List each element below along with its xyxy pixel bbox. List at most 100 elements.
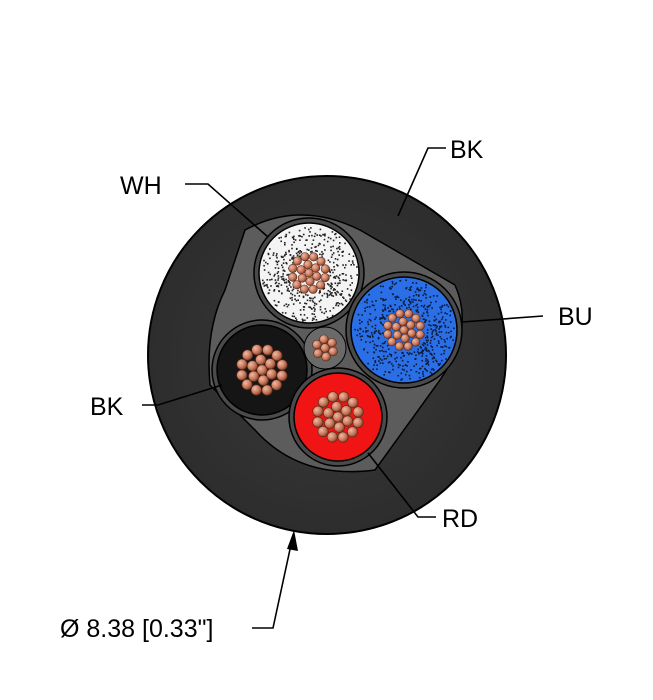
insulation-speckle: [392, 365, 394, 367]
insulation-speckle: [331, 294, 333, 297]
insulation-speckle: [445, 358, 447, 360]
insulation-speckle: [416, 287, 419, 289]
insulation-speckle: [289, 297, 292, 300]
insulation-speckle: [375, 348, 377, 351]
insulation-speckle: [441, 318, 443, 321]
insulation-speckle: [332, 271, 334, 274]
insulation-speckle: [302, 296, 305, 299]
insulation-speckle: [275, 260, 277, 263]
insulation-speckle: [282, 262, 285, 264]
insulation-speckle: [290, 292, 292, 295]
insulation-speckle: [283, 279, 285, 282]
insulation-speckle: [394, 304, 396, 306]
insulation-speckle: [328, 294, 331, 296]
insulation-speckle: [406, 307, 408, 309]
copper-strand: [406, 320, 416, 330]
insulation-speckle: [295, 317, 297, 319]
insulation-speckle: [409, 287, 411, 289]
insulation-speckle: [327, 259, 330, 262]
insulation-speckle: [406, 365, 408, 367]
insulation-speckle: [447, 326, 450, 329]
insulation-speckle: [288, 249, 290, 252]
insulation-speckle: [428, 324, 430, 326]
insulation-speckle: [440, 311, 443, 314]
insulation-speckle: [320, 299, 322, 301]
insulation-speckle: [426, 344, 429, 346]
insulation-speckle: [424, 308, 427, 310]
insulation-speckle: [411, 353, 413, 355]
insulation-speckle: [444, 324, 446, 327]
insulation-speckle: [386, 314, 388, 317]
insulation-speckle: [436, 344, 438, 347]
insulation-speckle: [302, 295, 305, 298]
insulation-speckle: [374, 327, 377, 330]
insulation-speckle: [406, 370, 408, 373]
insulation-speckle: [367, 330, 369, 332]
insulation-speckle: [319, 291, 321, 293]
insulation-speckle: [348, 253, 351, 255]
insulation-speckle: [349, 295, 351, 297]
insulation-speckle: [288, 284, 291, 286]
insulation-speckle: [435, 324, 437, 327]
insulation-speckle: [416, 351, 419, 353]
insulation-speckle: [371, 300, 374, 303]
insulation-speckle: [289, 254, 292, 256]
insulation-speckle: [295, 299, 298, 302]
insulation-speckle: [408, 353, 410, 356]
insulation-speckle: [396, 356, 398, 359]
insulation-speckle: [323, 238, 326, 241]
insulation-speckle: [328, 283, 330, 286]
insulation-speckle: [298, 252, 301, 255]
insulation-speckle: [400, 299, 402, 301]
black-conductor: [211, 319, 313, 421]
insulation-speckle: [430, 339, 432, 342]
insulation-speckle: [313, 313, 315, 316]
insulation-speckle: [444, 345, 446, 347]
insulation-speckle: [424, 321, 426, 323]
insulation-speckle: [311, 250, 313, 253]
insulation-speckle: [295, 252, 298, 255]
insulation-speckle: [356, 266, 358, 268]
insulation-speckle: [430, 336, 433, 339]
insulation-speckle: [425, 358, 427, 360]
insulation-speckle: [378, 356, 380, 358]
insulation-speckle: [286, 285, 288, 288]
insulation-speckle: [331, 286, 333, 288]
insulation-speckle: [277, 275, 280, 277]
insulation-speckle: [284, 235, 287, 238]
insulation-speckle: [439, 362, 442, 365]
insulation-speckle: [379, 285, 382, 288]
center-drain-bundle: [303, 326, 347, 370]
insulation-speckle: [443, 339, 446, 341]
insulation-speckle: [416, 310, 418, 313]
insulation-speckle: [435, 332, 438, 334]
insulation-speckle: [333, 269, 336, 271]
insulation-speckle: [291, 315, 294, 317]
copper-strand: [394, 341, 404, 351]
insulation-speckle: [336, 258, 339, 261]
insulation-speckle: [444, 319, 447, 321]
insulation-speckle: [425, 369, 427, 371]
insulation-speckle: [425, 339, 428, 342]
insulation-speckle: [437, 363, 440, 365]
insulation-speckle: [304, 244, 306, 246]
insulation-speckle: [422, 312, 425, 315]
insulation-speckle: [372, 336, 374, 338]
copper-strand: [404, 309, 414, 319]
insulation-speckle: [425, 360, 427, 362]
insulation-speckle: [333, 276, 335, 279]
insulation-speckle: [381, 349, 383, 352]
insulation-speckle: [312, 301, 315, 303]
insulation-speckle: [441, 304, 444, 307]
insulation-speckle: [440, 306, 443, 308]
copper-strand: [299, 284, 309, 294]
insulation-speckle: [326, 292, 328, 295]
insulation-speckle: [432, 324, 435, 326]
insulation-speckle: [342, 273, 345, 275]
copper-strand: [321, 352, 331, 362]
insulation-speckle: [343, 297, 345, 299]
insulation-speckle: [435, 330, 437, 332]
insulation-speckle: [317, 244, 320, 247]
insulation-speckle: [359, 333, 361, 335]
copper-strand: [251, 344, 263, 356]
